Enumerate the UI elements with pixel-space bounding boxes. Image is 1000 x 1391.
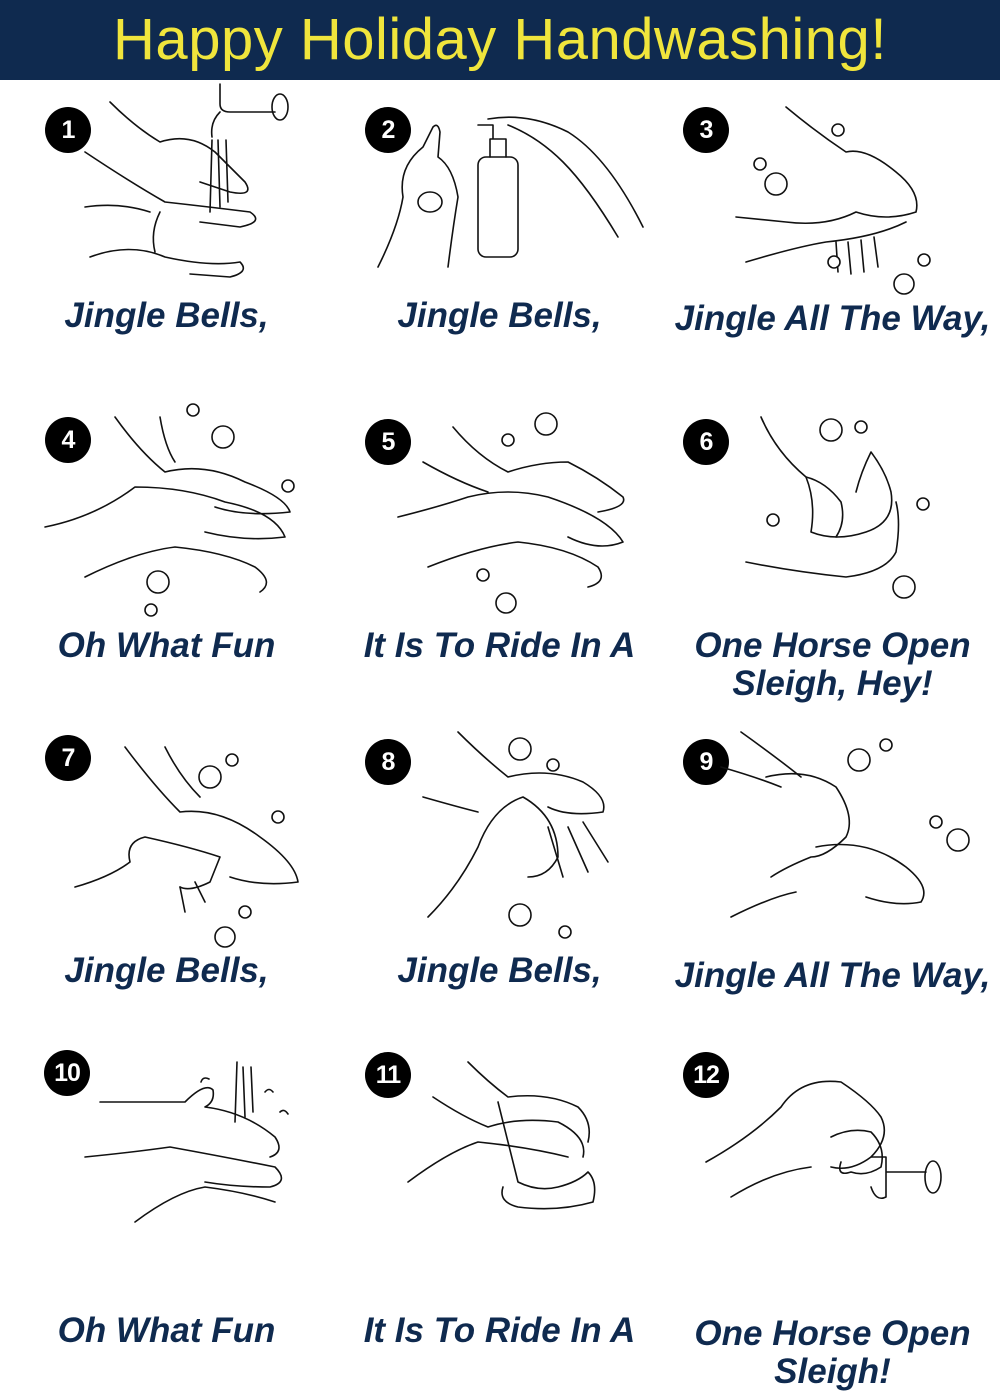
step-number-badge: 11	[365, 1052, 411, 1098]
step-number-badge: 3	[683, 107, 729, 153]
step-caption: One Horse Open Sleigh, Hey!	[694, 626, 971, 703]
step-number-badge: 7	[45, 735, 91, 781]
step-7: 7 Jingle Bells,	[0, 722, 333, 1037]
step-caption: It Is To Ride In A	[363, 626, 636, 665]
step-number-badge: 4	[45, 417, 91, 463]
step-12: 12 One Horse Open Sleigh!	[666, 1037, 999, 1391]
step-2: 2 Jingle Bells,	[333, 82, 666, 402]
step-8: 8 Jingle Bells,	[333, 722, 666, 1037]
turn-off-tap-with-towel-icon	[705, 1080, 942, 1200]
step-5: 5 It Is To Ride In A	[333, 402, 666, 722]
back-of-hands-interlaced-icon	[44, 403, 295, 617]
step-11: 11 It Is To Ride In A	[333, 1037, 666, 1350]
rinse-hands-icon	[84, 1061, 289, 1223]
thumb-rub-icon	[745, 416, 930, 599]
step-caption: Jingle Bells,	[64, 951, 269, 990]
step-caption: Jingle All The Way,	[674, 299, 991, 338]
step-number-badge: 2	[365, 107, 411, 153]
step-caption: Jingle All The Way,	[674, 956, 991, 995]
step-number-badge: 5	[365, 419, 411, 465]
title-banner: Happy Holiday Handwashing!	[0, 0, 1000, 80]
hands-under-running-tap-icon	[84, 83, 289, 278]
rub-palms-together-icon	[735, 106, 931, 295]
step-caption: One Horse Open Sleigh!	[694, 1314, 971, 1391]
step-9: 9 Jingle All The Way,	[666, 722, 999, 1037]
step-number-badge: 10	[44, 1050, 90, 1096]
step-caption: Jingle Bells,	[397, 951, 602, 990]
step-number-badge: 8	[365, 739, 411, 785]
dry-with-towel-icon	[407, 1061, 596, 1210]
step-caption: Oh What Fun	[57, 1311, 276, 1350]
step-3: 3 Jingle All The Way,	[666, 82, 999, 402]
step-caption: Jingle Bells,	[397, 296, 602, 335]
step-caption: Jingle Bells,	[64, 296, 269, 335]
step-4: 4 Oh What Fun	[0, 402, 333, 722]
step-caption: Oh What Fun	[57, 626, 276, 665]
handwashing-steps-grid: 1 Jingle Bells, 2 Jingle Bells, 3	[0, 82, 1000, 1391]
wrist-rub-icon	[720, 731, 970, 918]
soap-pump-dispenser-icon	[377, 116, 644, 268]
interlocked-fingers-icon	[422, 731, 609, 939]
step-number-badge: 6	[683, 419, 729, 465]
step-number-badge: 9	[683, 739, 729, 785]
between-fingers-icon	[397, 412, 625, 614]
step-number-badge: 12	[683, 1052, 729, 1098]
page-title: Happy Holiday Handwashing!	[113, 7, 887, 72]
fingertips-in-palm-icon	[74, 746, 299, 948]
step-6: 6 One Horse Open Sleigh, Hey!	[666, 402, 999, 722]
step-10: 10 Oh What Fun	[0, 1037, 333, 1350]
step-number-badge: 1	[45, 107, 91, 153]
step-1: 1 Jingle Bells,	[0, 82, 333, 402]
step-caption: It Is To Ride In A	[363, 1311, 636, 1350]
